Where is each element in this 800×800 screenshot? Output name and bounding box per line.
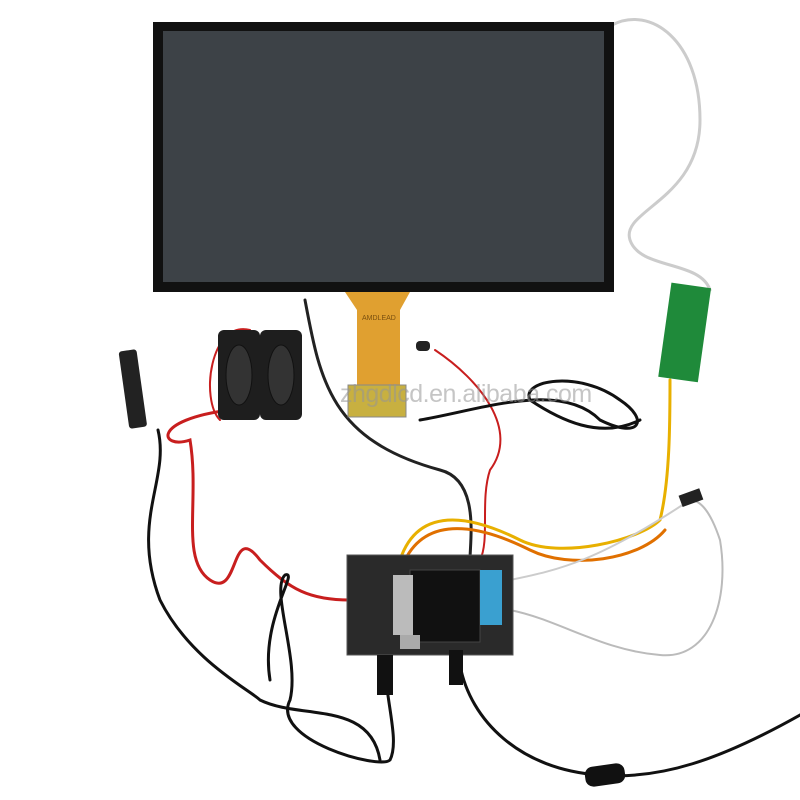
converter-board <box>658 282 712 383</box>
fpc-ribbon <box>345 292 410 385</box>
speakers <box>218 330 302 420</box>
usb-cable <box>266 573 395 764</box>
ferrite-core <box>584 763 626 787</box>
lcd-screen <box>163 31 604 282</box>
usb-plug <box>377 655 393 695</box>
dc-plug <box>449 650 463 685</box>
lcd-black-cable <box>303 298 473 562</box>
lvds-orange-wires <box>403 527 667 562</box>
camera-module <box>118 349 147 429</box>
svg-text:AMDLEAD: AMDLEAD <box>362 315 396 322</box>
power-cable <box>458 663 800 778</box>
hdmi-port <box>400 635 420 649</box>
lvds-yellow-wires <box>398 378 672 562</box>
black-coil-cable <box>418 379 642 430</box>
speaker-red-wire <box>166 408 352 602</box>
microphone <box>416 341 430 351</box>
white-wire <box>509 499 691 581</box>
watermark: zhgdlcd.en.alibaba.com <box>340 380 592 408</box>
touch-cable <box>610 18 712 292</box>
heatsink <box>409 569 481 643</box>
switch <box>678 488 704 508</box>
sensor-wire <box>509 499 724 657</box>
camera-cable <box>147 428 382 762</box>
adapter-board <box>347 384 407 418</box>
